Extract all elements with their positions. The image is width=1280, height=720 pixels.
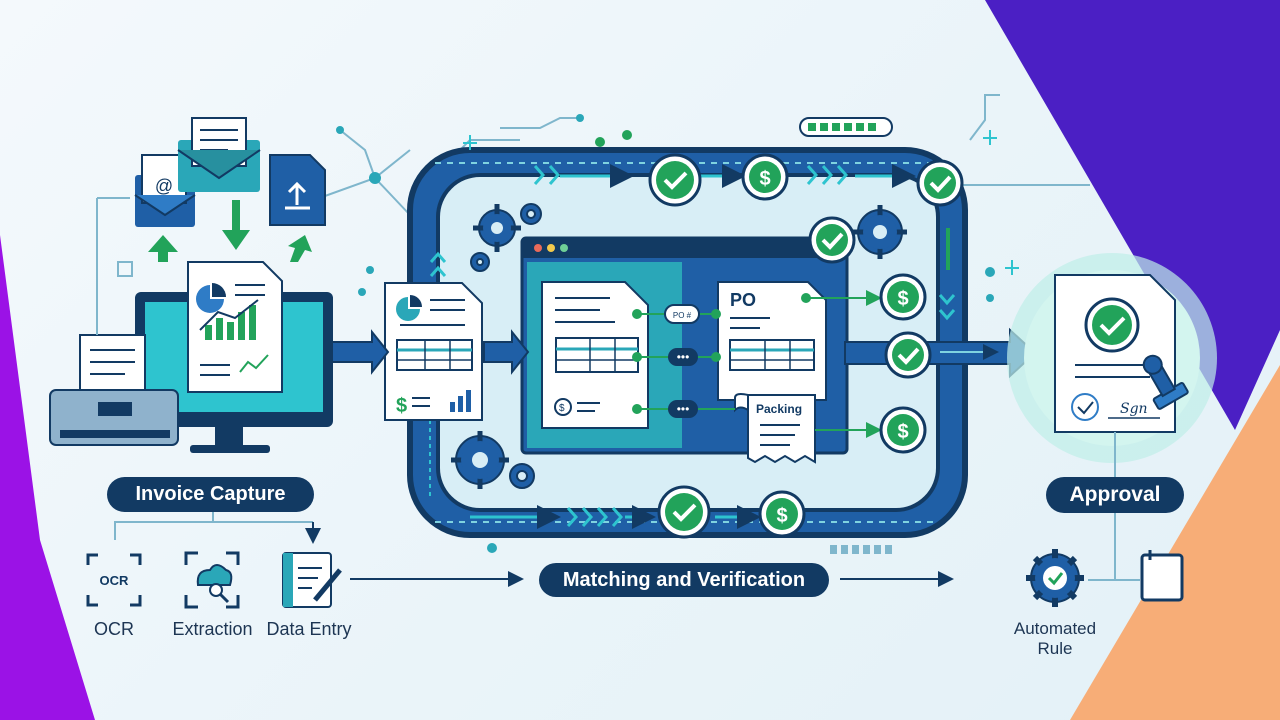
check-badge-bottom (657, 485, 711, 539)
loop-side-chevrons (429, 251, 956, 321)
data-entry-icon (282, 552, 342, 608)
dollar-coin-right-1: $ (879, 273, 927, 321)
packing-title: Packing (756, 402, 802, 416)
dollar-coins: $ $ $ $ (741, 153, 927, 538)
svg-text:@: @ (155, 176, 173, 196)
svg-text:$: $ (897, 288, 908, 310)
automated-rule-gear-icon (1026, 549, 1084, 607)
check-badges (648, 153, 964, 539)
ocr-icon: OCR (86, 553, 142, 607)
progress-bar (799, 117, 893, 137)
flow-chevrons (533, 165, 849, 527)
check-badge-top-1 (648, 153, 702, 207)
upload-file-icon (269, 154, 326, 226)
check-badge-top-2 (916, 159, 964, 207)
progress-dots-bottom (830, 545, 892, 554)
capture-step-ocr-label: OCR (94, 619, 134, 639)
matching-connectors: PO # ••• ••• (632, 290, 882, 438)
svg-text:$: $ (776, 505, 787, 527)
svg-text:•••: ••• (677, 350, 690, 364)
dollar-coin-right-2: $ (879, 406, 927, 454)
check-badge-window (808, 216, 856, 264)
packing-slip-document: Packing (734, 393, 816, 464)
svg-text:$: $ (897, 421, 908, 443)
report-document-icon (187, 261, 283, 393)
sparkle-icons (463, 130, 1019, 275)
matched-invoice-document: $ (541, 281, 649, 429)
capture-step-extraction-label: Extraction (172, 619, 253, 639)
ocr-icon-text: OCR (100, 573, 130, 588)
purple-corner-left (0, 235, 95, 720)
check-badge-middle (884, 331, 932, 379)
svg-text:•••: ••• (677, 402, 690, 416)
orange-corner-right (1070, 365, 1280, 720)
po-title: PO (730, 290, 756, 310)
capture-arrows (148, 200, 312, 262)
calendar-icon (1140, 550, 1184, 602)
inbox-envelope-icon (177, 117, 261, 192)
svg-text:$: $ (396, 395, 407, 417)
purchase-order-document: PO (717, 281, 827, 401)
stamp-icon (1142, 354, 1189, 410)
decorative-dots (336, 114, 995, 553)
stage-matching-verification: Matching and Verification (539, 563, 829, 597)
dollar-coin-top: $ (741, 153, 789, 201)
scanner-icon (49, 334, 179, 446)
svg-text:$: $ (759, 168, 770, 190)
capture-step-connectors (114, 512, 313, 540)
automated-rule-label-line1: Automated (1013, 619, 1097, 638)
svg-text:$: $ (559, 403, 565, 414)
automated-rule-label-line2: Rule (1037, 639, 1073, 658)
capture-step-data-entry-label: Data Entry (266, 619, 352, 639)
signature-text: Sgn (1120, 401, 1148, 417)
dollar-coin-bottom: $ (758, 490, 806, 538)
approved-document-icon: Sgn (1054, 274, 1176, 433)
extraction-icon (184, 551, 240, 609)
approval-connectors (1088, 432, 1140, 581)
stage-approval: Approval (1046, 477, 1184, 513)
automated-rule-label: Automated Rule (1002, 619, 1108, 659)
invoice-document-icon: $ (384, 282, 483, 421)
po-tag: PO # (673, 311, 692, 320)
stage-invoice-capture: Invoice Capture (107, 477, 314, 512)
